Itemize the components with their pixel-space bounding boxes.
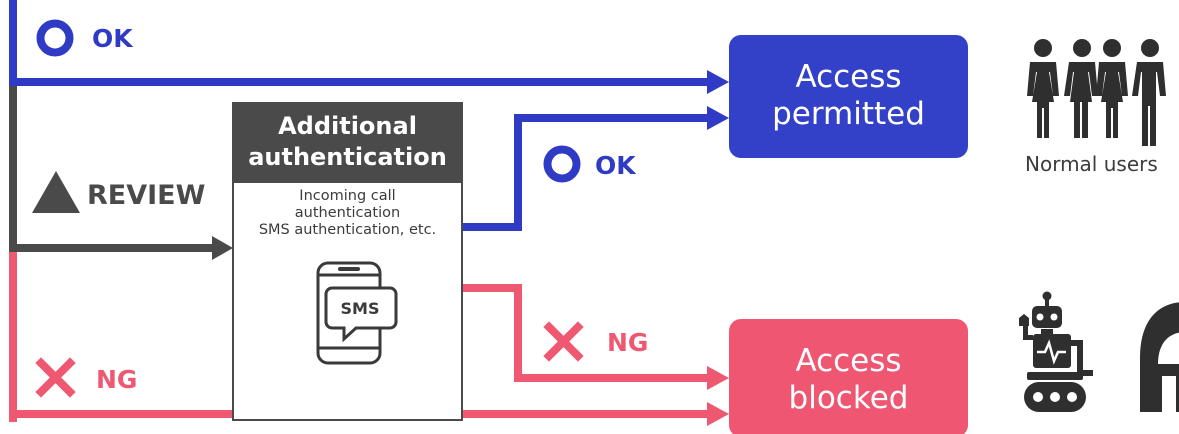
access-permitted-line1: Access	[795, 59, 902, 95]
ok-top-label: OK	[92, 24, 133, 53]
auth-body-line3: SMS authentication, etc.	[258, 222, 437, 238]
ok-top-arrowhead	[707, 70, 729, 94]
ng-bottom-arrowhead	[707, 402, 729, 426]
ng-mid-label: NG	[607, 328, 649, 357]
people-icon	[1027, 39, 1166, 146]
ok-mid-arrowhead	[707, 106, 729, 130]
hooded-person-icon	[1140, 302, 1179, 412]
ok-top-line	[9, 78, 709, 86]
additional-authentication-box: Additional authentication Incoming call …	[232, 102, 463, 421]
ng-mid-arrowhead	[707, 366, 729, 390]
ng-mid-route	[463, 284, 712, 382]
auth-box-title: Additional authentication	[234, 104, 461, 183]
auth-body-line2: authentication	[294, 205, 401, 221]
circle-ok-icon	[36, 19, 74, 57]
smartphone-sms-icon: SMS	[316, 261, 398, 365]
access-permitted-line2: permitted	[772, 96, 925, 132]
review-arrowhead	[212, 236, 233, 260]
ok-mid-route	[463, 114, 712, 231]
review-label: REVIEW	[87, 180, 206, 211]
access-blocked-text: Access blocked	[729, 343, 968, 417]
access-blocked-box	[729, 319, 968, 434]
robot-icon	[1019, 291, 1093, 412]
access-permitted-text: Access permitted	[729, 59, 968, 133]
review-spine	[9, 80, 17, 252]
review-line	[9, 244, 214, 252]
ok-mid-label: OK	[595, 151, 636, 180]
auth-title-line1: Additional	[278, 112, 417, 140]
ok-spine	[9, 0, 17, 86]
auth-body-line1: Incoming call	[299, 188, 396, 204]
normal-users-caption: Normal users	[1025, 152, 1158, 176]
ng-bottom-label: NG	[96, 365, 138, 394]
cross-ng-icon	[543, 321, 584, 362]
access-blocked-line2: blocked	[788, 380, 909, 416]
cross-ng-icon	[35, 357, 76, 398]
access-blocked-line1: Access	[795, 343, 902, 379]
auth-title-line2: authentication	[248, 143, 447, 171]
circle-ok-icon	[543, 145, 581, 183]
access-permitted-box	[729, 35, 968, 158]
triangle-review-icon	[32, 171, 80, 213]
auth-box-description: Incoming call authentication SMS authent…	[234, 188, 461, 239]
ng-spine	[9, 252, 17, 422]
sms-text: SMS	[341, 299, 380, 318]
